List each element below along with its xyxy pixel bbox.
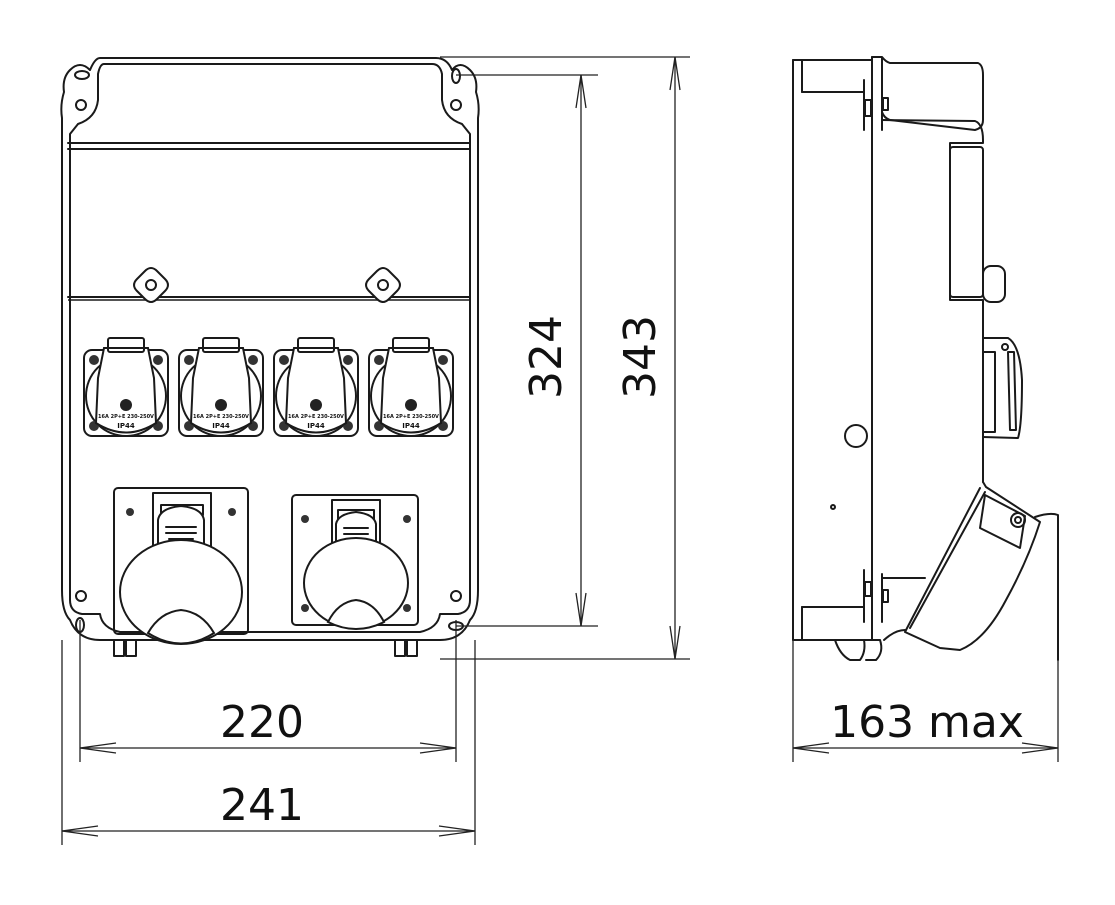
socket-rating: 16A 2P+E 230-250V (383, 414, 439, 420)
large-socket-left (113, 487, 249, 645)
slot-hole-top-left (74, 70, 90, 80)
large-socket-right (291, 494, 419, 630)
dim-height-inner: 324 (521, 315, 572, 399)
dim-height-outer: 343 (615, 315, 666, 399)
dim-depth: 163 max (830, 697, 1024, 748)
screw-hole-bottom-right (450, 590, 462, 602)
screw-hole-top-left (75, 99, 87, 111)
dim-width-inner: 220 (220, 697, 304, 748)
foot (406, 639, 418, 657)
cover-knob-left-icon (133, 267, 169, 303)
foot (113, 639, 125, 657)
small-socket-1: 16A 2P+E 230-250V IP44 (83, 337, 169, 437)
screw-hole-bottom-left (75, 590, 87, 602)
socket-ip-rating: IP44 (117, 422, 135, 430)
socket-ip-rating: IP44 (402, 422, 420, 430)
small-socket-4: 16A 2P+E 230-250V IP44 (368, 337, 454, 437)
foot (394, 639, 406, 657)
screw-hole-top-right (450, 99, 462, 111)
cover-knob-right-icon (365, 267, 401, 303)
depth-dimension: 163 max (792, 640, 1059, 762)
socket-rating: 16A 2P+E 230-250V (288, 414, 344, 420)
slot-hole-top-right (451, 68, 461, 84)
enclosure-outline (60, 57, 480, 641)
lid-outline (69, 63, 471, 633)
foot (125, 639, 137, 657)
socket-rating: 16A 2P+E 230-250V (98, 414, 154, 420)
dimension-lines: 220 241 324 343 (61, 56, 690, 845)
socket-rating: 16A 2P+E 230-250V (193, 414, 249, 420)
small-socket-3: 16A 2P+E 230-250V IP44 (273, 337, 359, 437)
socket-ip-rating: IP44 (212, 422, 230, 430)
cable-entry (844, 424, 868, 448)
side-view (792, 56, 1059, 661)
small-socket-2: 16A 2P+E 230-250V IP44 (178, 337, 264, 437)
front-view: 16A 2P+E 230-250V IP44 16A 2P+E 230-250V… (60, 57, 480, 657)
knob-side (982, 265, 1006, 303)
dim-width-outer: 241 (220, 780, 304, 831)
socket-ip-rating: IP44 (307, 422, 325, 430)
